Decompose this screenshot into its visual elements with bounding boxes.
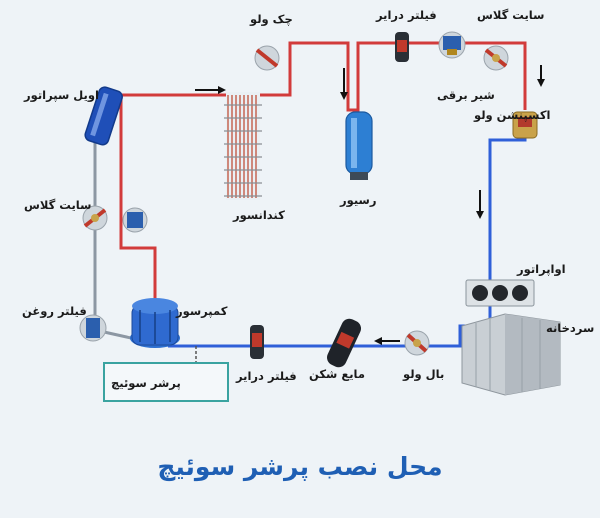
label-compressor: کمپرسور (176, 304, 228, 318)
flow-arrow-condenser (195, 86, 226, 94)
flow-arrow-receiver (340, 68, 348, 100)
discharge-valve (122, 207, 148, 233)
label-oil-separator: اویل سپراتور (24, 88, 99, 102)
label-sight-glass-top: سایت گلاس (477, 8, 545, 22)
label-ball-valve: بال ولو (403, 367, 445, 381)
compressor (130, 298, 180, 348)
label-oil-filter: فیلتر روغن (22, 304, 87, 318)
sight-glass-top (483, 45, 509, 71)
label-receiver: رسیور (340, 193, 377, 207)
flow-arrow-expansion (537, 65, 545, 87)
label-check-valve: چک ولو (250, 12, 293, 26)
flow-arrow-evaporator (476, 190, 484, 219)
condenser-coil (224, 92, 262, 200)
evaporator-unit (465, 279, 535, 307)
label-evaporator: اواپراتور (517, 262, 566, 276)
label-filter-dryer-top: فیلتر درایر (376, 8, 437, 22)
oil-filter (79, 314, 107, 342)
label-sight-glass-left: سایت گلاس (24, 198, 92, 212)
solenoid-valve (438, 31, 466, 59)
high-pressure-line (119, 41, 527, 335)
accumulator (327, 318, 361, 368)
flow-arrow-suction (374, 337, 400, 345)
receiver-tank (345, 111, 373, 180)
filter-dryer-bottom (250, 325, 264, 359)
ball-valve (404, 330, 430, 356)
label-pressure-switch: پرشر سوئیچ (111, 376, 181, 390)
oil-separator (84, 86, 123, 146)
check-valve (254, 45, 280, 71)
cold-room (461, 313, 561, 396)
page-title: محل نصب پرشر سوئیچ (157, 452, 443, 481)
label-expansion-valve: اکسپنشن ولو (474, 108, 551, 122)
label-solenoid-valve: شیر برقی (437, 88, 495, 102)
label-filter-dryer-bottom: فیلتر درایر (236, 369, 297, 383)
label-condenser: کندانسور (233, 208, 285, 222)
pressure-switch-highlight: پرشر سوئیچ (103, 362, 229, 402)
filter-dryer-top (395, 32, 409, 62)
label-accumulator: مایع شکن (309, 367, 365, 381)
label-cold-room: سردخانه (546, 321, 595, 335)
expansion-valve (512, 111, 538, 139)
sight-glass-left (82, 205, 108, 231)
